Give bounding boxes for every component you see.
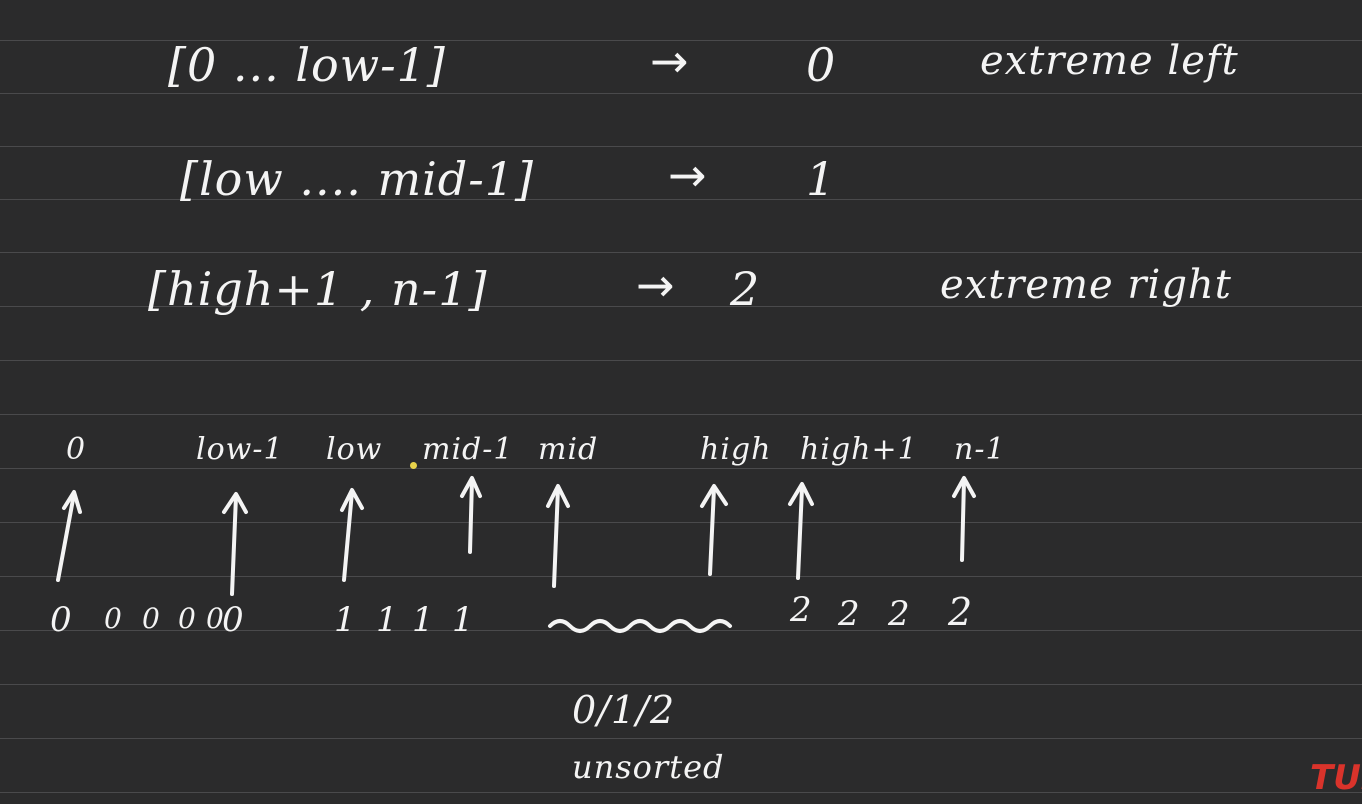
range-text: [0 ... low-1] [168, 38, 446, 92]
squiggle-line [548, 619, 732, 633]
one-digit: 1 [334, 600, 357, 640]
up-arrow-icon [788, 482, 814, 580]
ruled-line [0, 468, 1362, 469]
zero-digit: 0 [222, 600, 245, 640]
ruled-line [0, 522, 1362, 523]
one-digit: 1 [412, 600, 435, 640]
unsorted-label: unsorted [572, 748, 725, 786]
two-digit: 2 [888, 594, 911, 634]
zero-digit: 0 [178, 602, 197, 635]
pointer-label-mid-minus-1: mid-1 [422, 432, 514, 467]
zero-digit: 0 [206, 602, 225, 635]
arrow-text: → [650, 34, 690, 88]
up-arrow-icon [222, 492, 248, 596]
zero-digit: 0 [142, 602, 161, 635]
pointer-label-mid: mid [538, 432, 599, 467]
ruled-line [0, 252, 1362, 253]
yellow-dot [410, 462, 417, 469]
ruled-line [0, 630, 1362, 631]
channel-watermark: TUF [1310, 758, 1362, 798]
two-digit: 2 [790, 590, 813, 630]
range-text: [high+1 , n-1] [148, 262, 488, 316]
pointer-label-low-minus-1: low-1 [196, 432, 284, 467]
two-digit: 2 [948, 590, 974, 634]
pointer-label-zero: 0 [66, 432, 87, 467]
ruled-line [0, 360, 1362, 361]
ruled-line [0, 146, 1362, 147]
arrow-text: → [636, 258, 676, 312]
zero-digit: 0 [50, 600, 73, 640]
up-arrow-icon [460, 476, 482, 554]
unsorted-values: 0/1/2 [572, 688, 676, 732]
one-digit: 1 [452, 600, 475, 640]
up-arrow-icon [546, 484, 570, 588]
ruled-line [0, 93, 1362, 94]
ruled-line [0, 792, 1362, 793]
up-arrow-icon [56, 490, 82, 582]
ruled-line [0, 738, 1362, 739]
ruled-line [0, 684, 1362, 685]
ruled-line [0, 40, 1362, 41]
value-text: 2 [730, 262, 761, 316]
ruled-line [0, 199, 1362, 200]
arrow-text: → [668, 148, 708, 202]
two-digit: 2 [838, 594, 861, 634]
ruled-line [0, 414, 1362, 415]
note-text: extreme right [940, 262, 1232, 308]
pointer-label-high: high [700, 432, 772, 467]
pointer-label-low: low [326, 432, 383, 467]
value-text: 0 [806, 38, 837, 92]
pointer-label-n-minus-1: n-1 [954, 432, 1006, 467]
zero-digit: 0 [104, 602, 123, 635]
range-text: [low .... mid-1] [180, 152, 534, 206]
up-arrow-icon [340, 488, 364, 582]
ruled-line [0, 576, 1362, 577]
pointer-label-high-plus-1: high+1 [800, 432, 918, 467]
up-arrow-icon [700, 484, 728, 576]
note-text: extreme left [980, 38, 1239, 84]
up-arrow-icon [952, 476, 976, 562]
one-digit: 1 [376, 600, 399, 640]
ruled-line [0, 306, 1362, 307]
value-text: 1 [806, 152, 837, 206]
